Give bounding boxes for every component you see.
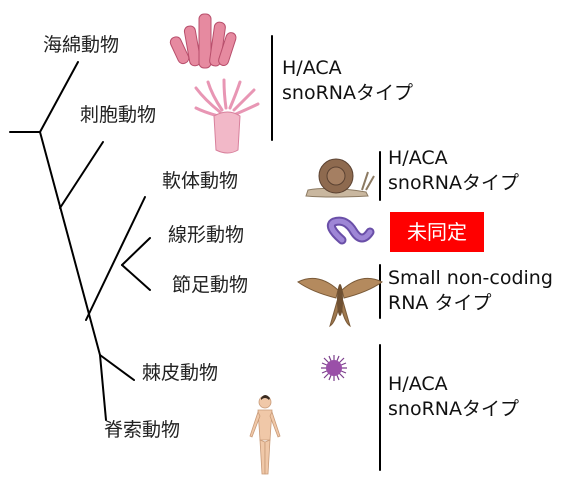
snail-icon <box>305 158 375 198</box>
rna-type-line2: snoRNAタイプ <box>282 82 413 104</box>
worm-icon <box>326 216 375 245</box>
taxon-cnidaria: 刺胞動物 <box>80 104 157 126</box>
rna-type-line2: RNA タイプ <box>388 292 492 314</box>
rna-type-line2: snoRNAタイプ <box>388 398 519 420</box>
rna-type-group4: H/ACA snoRNAタイプ <box>388 372 519 422</box>
rna-type-line1: H/ACA <box>388 373 448 395</box>
sea-urchin-icon <box>321 355 347 381</box>
unidentified-badge: 未同定 <box>390 212 484 252</box>
phylogenetic-tree <box>9 35 381 471</box>
rna-type-group1: H/ACA snoRNAタイプ <box>282 56 413 106</box>
rna-type-line2: snoRNAタイプ <box>388 172 519 194</box>
taxon-mollusca: 軟体動物 <box>162 170 239 192</box>
taxon-porifera: 海綿動物 <box>43 34 120 56</box>
rna-type-line1: Small non-coding <box>388 267 553 289</box>
moth-icon <box>297 277 383 328</box>
taxon-arthropoda: 節足動物 <box>172 274 249 296</box>
human-icon <box>249 395 281 475</box>
taxon-nematoda: 線形動物 <box>168 224 245 246</box>
rna-type-line1: H/ACA <box>282 57 342 79</box>
rna-type-group3: Small non-coding RNA タイプ <box>388 266 553 316</box>
sponge-icon <box>169 13 237 69</box>
taxon-echinodermata: 棘皮動物 <box>142 362 219 384</box>
sea-anemone-icon <box>194 78 260 154</box>
rna-type-group2: H/ACA snoRNAタイプ <box>388 146 519 196</box>
taxon-chordata: 脊索動物 <box>104 419 181 441</box>
rna-type-line1: H/ACA <box>388 147 448 169</box>
